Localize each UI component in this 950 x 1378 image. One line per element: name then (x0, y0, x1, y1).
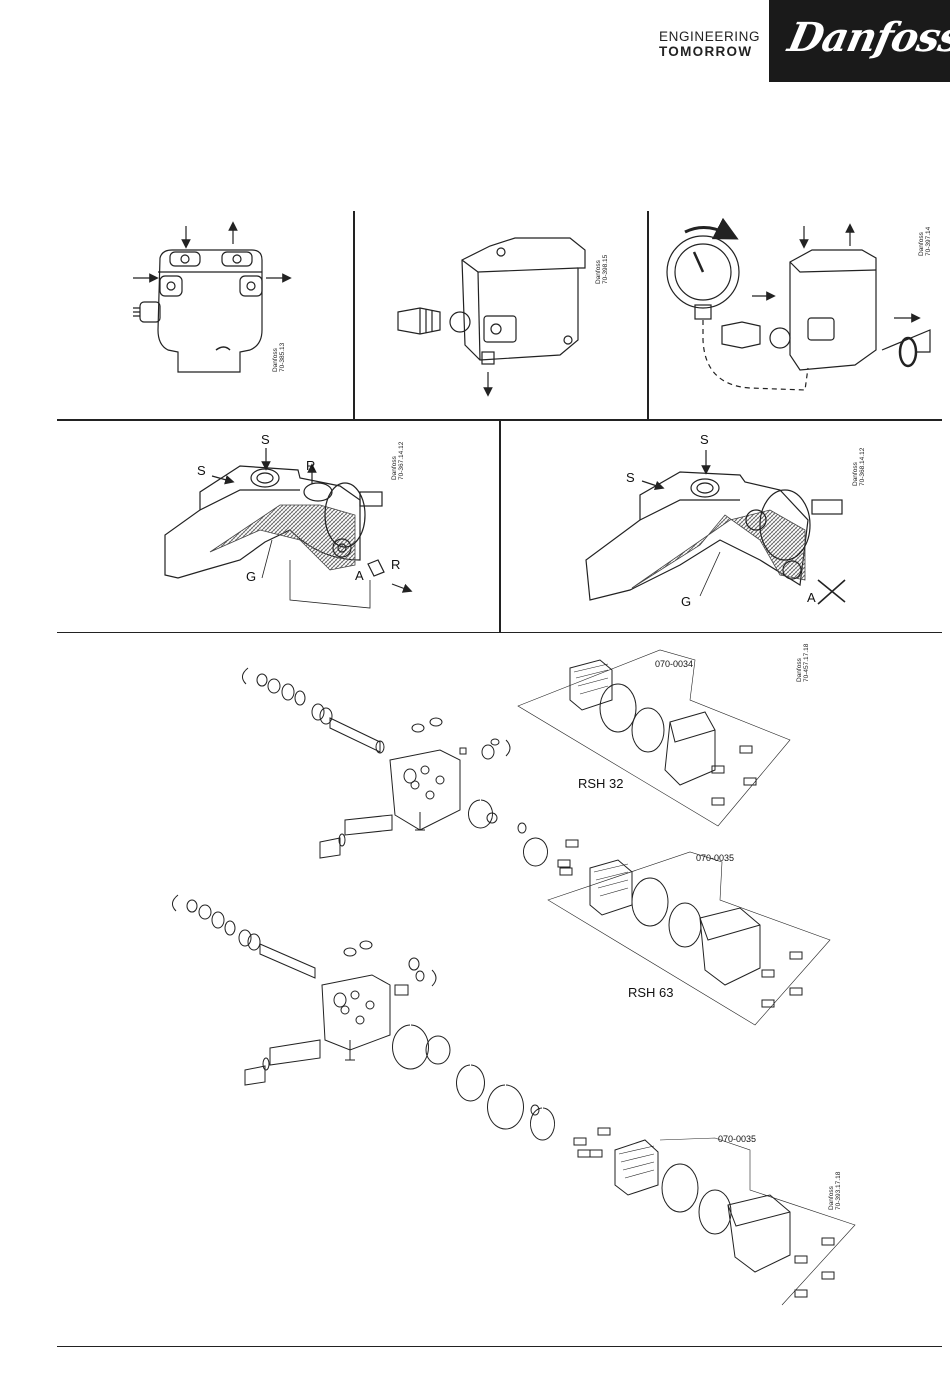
pump-cutaway-one-pipe (586, 450, 845, 604)
fig5-label-s-top: S (700, 432, 709, 447)
pump-with-vent-view (398, 238, 585, 392)
model-label-rsh32: RSH 32 (578, 776, 624, 791)
fig3-code: Danfoss 70-397.14 (918, 227, 932, 256)
fig5-label-s-side: S (626, 470, 635, 485)
fig6-brand-bottom: Danfoss (828, 1186, 835, 1210)
fig6-code-bottom: Danfoss 70-393.17.18 (828, 1172, 842, 1210)
fig5-brand: Danfoss (852, 462, 859, 486)
fig4-label-a: A (355, 568, 364, 583)
fig5-code: Danfoss 70-368.14.12 (852, 448, 866, 486)
fig5-label-g: G (681, 594, 691, 609)
fig4-label-g: G (246, 569, 256, 584)
pump-front-view (133, 226, 287, 372)
kit-code-3: 070-0035 (718, 1134, 756, 1144)
fig6-code-bottom-text: 70-393.17.18 (835, 1172, 842, 1210)
fig5-code-text: 70-368.14.12 (859, 448, 866, 486)
fig4-code: Danfoss 70-367.14.12 (391, 442, 405, 480)
fig2-code: Danfoss 70-398.15 (595, 255, 609, 284)
fig3-brand: Danfoss (918, 232, 925, 256)
exploded-view-upper (242, 650, 790, 875)
fig4-label-s-top: S (261, 432, 270, 447)
fig4-code-text: 70-367.14.12 (398, 442, 405, 480)
fig4-label-r-top: R (306, 458, 315, 473)
model-label-rsh63: RSH 63 (628, 985, 674, 1000)
fig2-code-text: 70-398.15 (602, 255, 609, 284)
fig3-code-text: 70-397.14 (925, 227, 932, 256)
fig6-brand-top: Danfoss (796, 658, 803, 682)
kit-code-1: 070-0034 (655, 659, 693, 669)
fig6-code-top-text: 70-457.17.18 (803, 644, 810, 682)
fig1-code-text: 70-385.13 (279, 343, 286, 372)
fig6-code-top: Danfoss 70-457.17.18 (796, 644, 810, 682)
fig1-brand: Danfoss (272, 348, 279, 372)
fig4-label-r-side: R (391, 557, 400, 572)
pump-with-pressure-gauge-view (667, 226, 930, 390)
fig4-label-s-side: S (197, 463, 206, 478)
fig4-brand: Danfoss (391, 456, 398, 480)
fig5-label-a: A (807, 590, 816, 605)
kit-code-2: 070-0035 (696, 853, 734, 863)
fig1-code: Danfoss 70-385.13 (272, 343, 286, 372)
exploded-view-lower (172, 852, 855, 1305)
fig2-brand: Danfoss (595, 260, 602, 284)
